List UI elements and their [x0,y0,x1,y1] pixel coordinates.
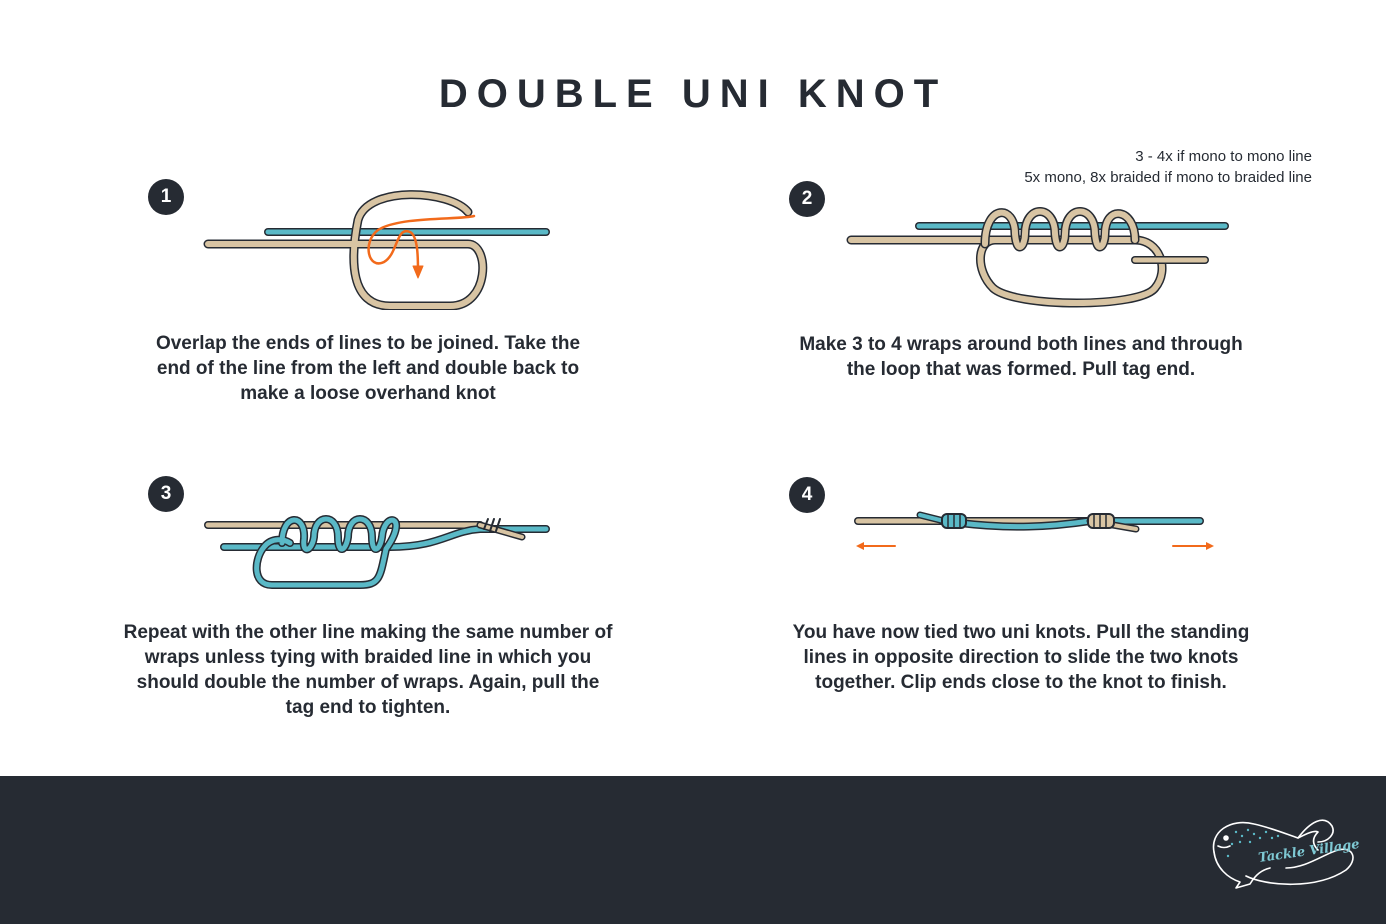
brand-logo[interactable]: Tackle Village [1206,812,1362,892]
step-3-text-line-2: wraps unless tying with braided line in … [144,647,592,668]
page-title: DOUBLE UNI KNOT [438,72,948,116]
step-4-illustration [854,511,1214,550]
step-3-illustration [204,515,550,589]
wraps-note-line-2: 5x mono, 8x braided if mono to braided l… [1024,169,1312,186]
step-2-text-line-2: the loop that was formed. Pull tag end. [846,359,1196,380]
trout-fish-icon [1212,819,1354,889]
step-1-text-line-3: make a loose overhand knot [240,383,496,404]
step-4-text-line-1: You have now tied two uni knots. Pull th… [792,622,1250,643]
step-1-text-line-2: end of the line from the left and double… [156,358,580,379]
step-4-description: You have now tied two uni knots. Pull th… [752,620,1290,695]
wraps-note: 3 - 4x if mono to mono line 5x mono, 8x … [1024,146,1312,188]
step-1-text-line-1: Overlap the ends of lines to be joined. … [155,333,581,354]
step-3-text-line-1: Repeat with the other line making the sa… [123,622,613,643]
step-3-text-line-4: tag end to tighten. [285,697,451,718]
step-3-number: 3 [148,476,184,512]
step-3-description: Repeat with the other line making the sa… [100,620,636,720]
step-1-number: 1 [148,179,184,215]
step-2-text-line-1: Make 3 to 4 wraps around both lines and … [799,334,1243,355]
step-2-description: Make 3 to 4 wraps around both lines and … [752,332,1290,382]
step-3-text-line-3: should double the number of wraps. Again… [136,672,600,693]
step-4-text-line-3: together. Clip ends close to the knot to… [815,672,1227,693]
footer-bar [0,776,1386,924]
wraps-note-line-1: 3 - 4x if mono to mono line [1135,148,1312,165]
step-1-illustration [203,190,550,310]
step-2-number: 2 [789,181,825,217]
step-1-description: Overlap the ends of lines to be joined. … [100,331,636,406]
step-4-number: 4 [789,477,825,513]
step-4-text-line-2: lines in opposite direction to slide the… [803,647,1239,668]
step-2-illustration [846,207,1229,308]
